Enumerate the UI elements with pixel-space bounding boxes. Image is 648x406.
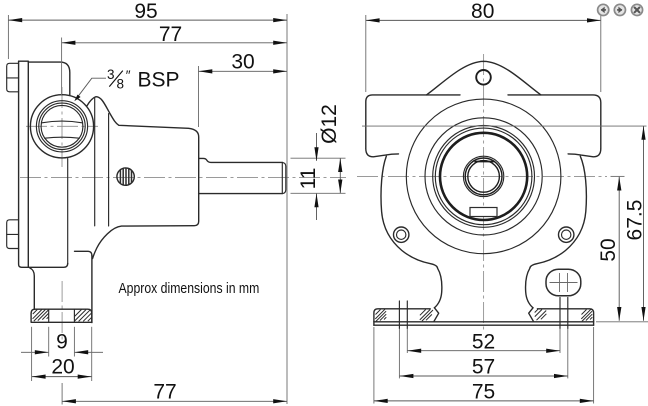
- svg-text:30: 30: [231, 50, 254, 73]
- svg-text:″: ″: [126, 68, 131, 83]
- svg-text:52: 52: [472, 331, 495, 354]
- svg-text:Approx dimensions in mm: Approx dimensions in mm: [119, 281, 260, 297]
- svg-text:8: 8: [117, 77, 125, 92]
- svg-text:3: 3: [107, 67, 115, 82]
- svg-text:75: 75: [472, 381, 495, 404]
- svg-text:Ø12: Ø12: [318, 104, 341, 144]
- svg-text:9: 9: [56, 330, 68, 353]
- svg-text:67.5: 67.5: [624, 200, 647, 241]
- svg-text:BSP: BSP: [138, 68, 180, 91]
- svg-text:80: 80: [471, 0, 494, 23]
- svg-text:77: 77: [159, 23, 182, 46]
- svg-text:77: 77: [153, 381, 176, 404]
- svg-text:11: 11: [297, 168, 320, 190]
- svg-text:95: 95: [134, 0, 157, 23]
- svg-text:50: 50: [597, 238, 620, 261]
- svg-text:57: 57: [472, 356, 495, 379]
- svg-text:20: 20: [51, 355, 74, 378]
